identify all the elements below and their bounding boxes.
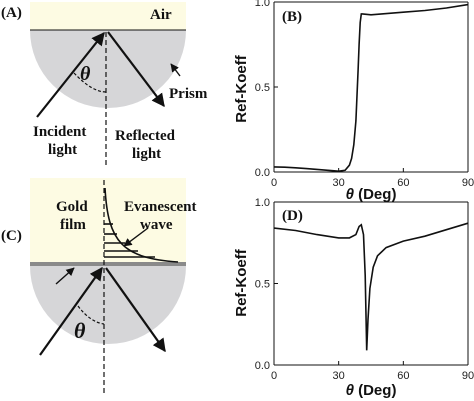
reflected-label-line1: Reflected xyxy=(115,128,176,144)
prism-pointer xyxy=(170,63,181,77)
panel-c: (C) Gold film Evanescent wave θ xyxy=(1,178,197,395)
panel-a: (A) Air θ Prism Incident light Reflected… xyxy=(1,2,208,168)
chart-b-ytick-label: 0.5 xyxy=(255,82,270,94)
gold-film xyxy=(30,262,186,266)
incident-label-line1: Incident xyxy=(33,124,86,140)
chart-b-xlabel-symbol: θ xyxy=(346,186,355,203)
chart-b-xlabel-text: (Deg) xyxy=(358,186,396,203)
chart-b-panel-label: (B) xyxy=(282,9,302,25)
chart-d-xtick-label: 30 xyxy=(333,370,345,382)
chart-b-series-line xyxy=(273,3,469,173)
prism-shape xyxy=(30,30,186,108)
reflected-ray xyxy=(107,31,165,108)
angle-arc xyxy=(73,72,107,93)
chart-b-xtick-label: 0 xyxy=(271,177,277,189)
chart-b-ylabel: Ref-Koeff xyxy=(233,54,250,122)
evanescent-wave xyxy=(104,187,179,263)
gold-label-line2: film xyxy=(60,217,86,233)
reflected-ray-c xyxy=(105,267,166,353)
chart-d-xtick-label: 60 xyxy=(397,370,409,382)
panel-label-c: (C) xyxy=(1,228,22,244)
chart-d-ytick-label: 0.0 xyxy=(255,360,270,372)
chart-d-xlabel: θ (Deg) xyxy=(346,382,397,399)
chart-b-ytick-label: 0.0 xyxy=(255,167,270,179)
chart-b-xtick-label: 30 xyxy=(333,177,345,189)
gold-pointer xyxy=(55,267,75,285)
chart-d-xtick-label: 90 xyxy=(462,370,474,382)
chart-d-xlabel-symbol: θ xyxy=(346,382,355,399)
incident-ray-c xyxy=(39,266,103,356)
evanescent-label-line1: Evanescent xyxy=(124,199,197,215)
air-region-c xyxy=(30,178,186,262)
chart-d: 0 30 60 90 0.0 0.5 1.0 (D) Ref-Koeff θ (Deg) xyxy=(233,197,474,399)
chart-d-ticks: 0 30 60 90 0.0 0.5 1.0 xyxy=(255,197,474,382)
chart-b-xlabel: θ (Deg) xyxy=(346,186,397,203)
chart-d-ylabel: Ref-Koeff xyxy=(233,248,250,316)
evanescent-label-line2: wave xyxy=(140,217,173,233)
chart-d-panel-label: (D) xyxy=(282,208,303,224)
air-region xyxy=(30,2,186,30)
chart-b-ytick-label: 1.0 xyxy=(255,0,270,9)
gold-label-line1: Gold xyxy=(56,199,88,215)
incident-ray xyxy=(36,31,105,118)
incident-label-line2: light xyxy=(48,142,77,158)
chart-d-ytick-label: 0.5 xyxy=(255,279,270,291)
chart-b-xtick-label: 60 xyxy=(397,177,409,189)
theta-label-c: θ xyxy=(74,318,86,343)
chart-d-xlabel-text: (Deg) xyxy=(358,382,396,399)
chart-b: 0 30 60 90 0.0 0.5 1.0 (B) Ref-Koeff θ (Deg) xyxy=(233,0,474,203)
chart-d-series-line xyxy=(273,222,469,351)
reflected-label-line2: light xyxy=(132,146,161,162)
panel-label-a: (A) xyxy=(1,5,22,21)
chart-b-ticks: 0 30 60 90 0.0 0.5 1.0 xyxy=(255,0,474,189)
chart-b-xtick-label: 90 xyxy=(462,177,474,189)
chart-d-ytick-label: 1.0 xyxy=(255,197,270,209)
theta-label-a: θ xyxy=(80,63,91,85)
air-label: Air xyxy=(150,7,172,23)
prism-shape-c xyxy=(30,266,186,344)
evanescent-pointer xyxy=(123,227,149,247)
chart-d-xtick-label: 0 xyxy=(271,370,277,382)
prism-label: Prism xyxy=(169,86,208,102)
angle-arc-c xyxy=(77,305,105,325)
